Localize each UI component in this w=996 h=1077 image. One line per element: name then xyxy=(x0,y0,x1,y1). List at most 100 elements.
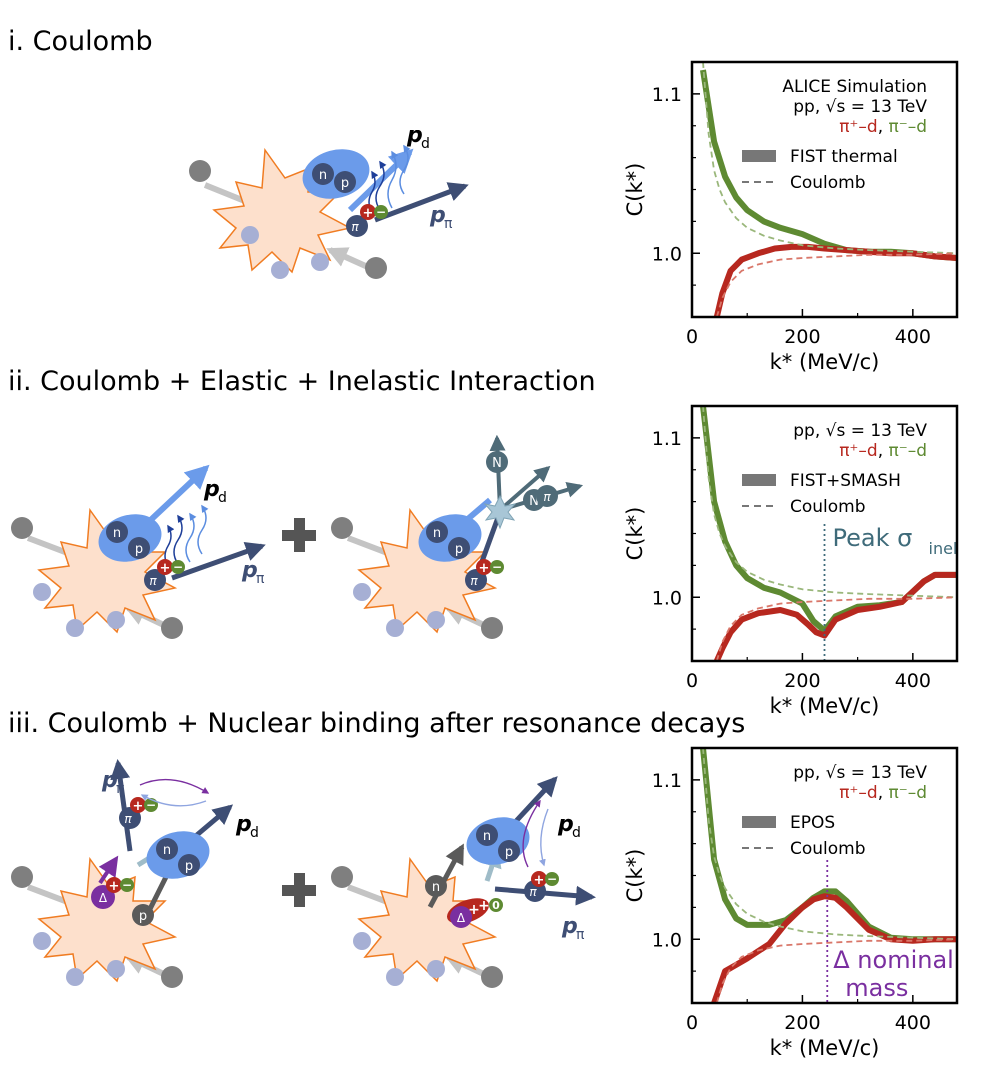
section-title-nuclear-binding: iii. Coulomb + Nuclear binding after res… xyxy=(8,708,746,739)
svg-text:−: − xyxy=(376,205,386,219)
diagram-elastic-inelastic: n p π + − p d p π n p π + − N xyxy=(11,434,584,639)
diagram-nuclear-binding: n p Δ + − p π + − p π p d n p n Δ + xyxy=(11,759,596,988)
svg-text:−: − xyxy=(122,878,132,892)
svg-text:+: + xyxy=(534,873,545,888)
series-dash-pi-minus-d-coulomb xyxy=(702,62,957,255)
plus-operator-icon-2 xyxy=(282,873,316,907)
svg-text:p: p xyxy=(241,558,258,583)
svg-text:+: + xyxy=(468,902,480,918)
svg-text:π: π xyxy=(116,781,125,797)
delta-left-cartoon: n p Δ + − p π + − p π p d xyxy=(11,759,259,988)
x-tick-label: 0 xyxy=(686,1012,698,1034)
svg-text:p: p xyxy=(557,812,574,837)
nucleon-1: N xyxy=(486,451,508,473)
svg-text:p: p xyxy=(561,914,578,939)
legend-dash-label: Coulomb xyxy=(790,497,866,517)
svg-text:p: p xyxy=(185,859,193,874)
svg-text:−: − xyxy=(547,872,557,886)
legend-header-line: pp, √s = 13 TeV xyxy=(793,97,927,117)
x-axis-label: k* (MeV/c) xyxy=(770,1036,880,1060)
legend-header-line: pp, √s = 13 TeV xyxy=(793,763,927,783)
legend-band-label: FIST+SMASH xyxy=(790,471,901,491)
section-title-coulomb: i. Coulomb xyxy=(8,26,153,57)
svg-text:−: − xyxy=(173,560,183,574)
inelastic-vertex-star-icon xyxy=(483,494,517,530)
y-tick-label: 1.0 xyxy=(652,929,682,951)
label-p-pion: p π xyxy=(429,203,453,232)
svg-text:p: p xyxy=(139,909,147,924)
legend-band-swatch xyxy=(742,816,776,828)
legend-pair-sep: , xyxy=(878,783,889,803)
inelastic-cartoon: n p π + − N N π xyxy=(331,434,584,639)
svg-text:π: π xyxy=(124,812,132,826)
svg-text:p: p xyxy=(135,542,143,557)
svg-text:−: − xyxy=(492,560,502,574)
legend-band-label: FIST thermal xyxy=(790,147,898,167)
svg-text:n: n xyxy=(163,843,171,858)
y-tick-label: 1.1 xyxy=(652,84,682,106)
svg-text:+: + xyxy=(479,561,490,576)
svg-text:π: π xyxy=(543,490,551,504)
svg-text:+: + xyxy=(109,879,120,894)
series-dash-pi-plus-d-coulomb xyxy=(715,596,957,661)
x-tick-label: 200 xyxy=(784,670,820,692)
delta-right-cartoon: n p n Δ + + 0 π + − p d p π xyxy=(331,776,596,988)
svg-text:p: p xyxy=(341,176,349,191)
legend-pairs: π⁺–d, π⁻–d xyxy=(839,783,927,803)
plus-charge-icon: + xyxy=(360,204,376,221)
svg-text:π: π xyxy=(351,220,359,234)
y-axis-label: C(k*) xyxy=(623,507,647,561)
x-tick-label: 400 xyxy=(895,670,931,692)
minus-charge-icon: − xyxy=(374,205,388,219)
neutron: n xyxy=(312,163,334,185)
svg-text:Δ: Δ xyxy=(457,911,466,925)
legend-dash-label: Coulomb xyxy=(790,173,866,193)
svg-text:n: n xyxy=(113,526,121,541)
annotation-text-2: mass xyxy=(845,974,908,1002)
svg-text:−: − xyxy=(146,798,156,812)
legend-pair-minus: π⁻–d xyxy=(889,117,928,137)
svg-text:n: n xyxy=(432,880,440,895)
svg-text:Δ: Δ xyxy=(99,891,108,905)
svg-text:p: p xyxy=(101,768,118,793)
svg-text:π: π xyxy=(470,574,478,588)
svg-text:p: p xyxy=(455,542,463,557)
y-tick-label: 1.1 xyxy=(652,770,682,792)
x-tick-label: 200 xyxy=(784,326,820,348)
legend-band-label: EPOS xyxy=(790,813,835,833)
svg-text:n: n xyxy=(483,829,491,844)
legend-pair-sep: , xyxy=(878,117,889,137)
plus-operator-icon xyxy=(282,518,316,552)
legend-pair-plus: π⁺–d xyxy=(839,117,878,137)
svg-text:d: d xyxy=(218,490,227,506)
svg-text:π: π xyxy=(149,574,157,588)
svg-text:p: p xyxy=(235,812,252,837)
annotation-text: Δ nominal xyxy=(833,946,954,974)
series-band-pi-plus-d xyxy=(713,243,957,317)
legend-pairs: π⁺–d, π⁻–d xyxy=(839,441,927,461)
svg-text:n: n xyxy=(433,526,441,541)
legend-dash-label: Coulomb xyxy=(790,839,866,859)
svg-text:N: N xyxy=(492,456,502,471)
x-axis-label: k* (MeV/c) xyxy=(770,694,880,718)
svg-text:p: p xyxy=(505,845,513,860)
legend-pairs: π⁺–d, π⁻–d xyxy=(839,117,927,137)
label-p-deuteron: p d xyxy=(406,130,430,152)
svg-text:N: N xyxy=(529,494,539,509)
svg-text:p: p xyxy=(429,203,446,228)
legend-pair-minus: π⁻–d xyxy=(889,783,928,803)
svg-text:+: + xyxy=(133,799,144,814)
svg-text:π: π xyxy=(256,571,265,587)
legend-pair-sep: , xyxy=(878,441,889,461)
svg-text:p: p xyxy=(406,130,423,148)
legend-header-line: pp, √s = 13 TeV xyxy=(793,421,927,441)
pion: π xyxy=(346,215,368,237)
svg-text:π: π xyxy=(529,885,537,899)
svg-text:d: d xyxy=(250,825,259,841)
x-axis-label: k* (MeV/c) xyxy=(770,350,880,374)
legend-pair-plus: π⁺–d xyxy=(839,783,878,803)
svg-text:d: d xyxy=(421,136,430,152)
